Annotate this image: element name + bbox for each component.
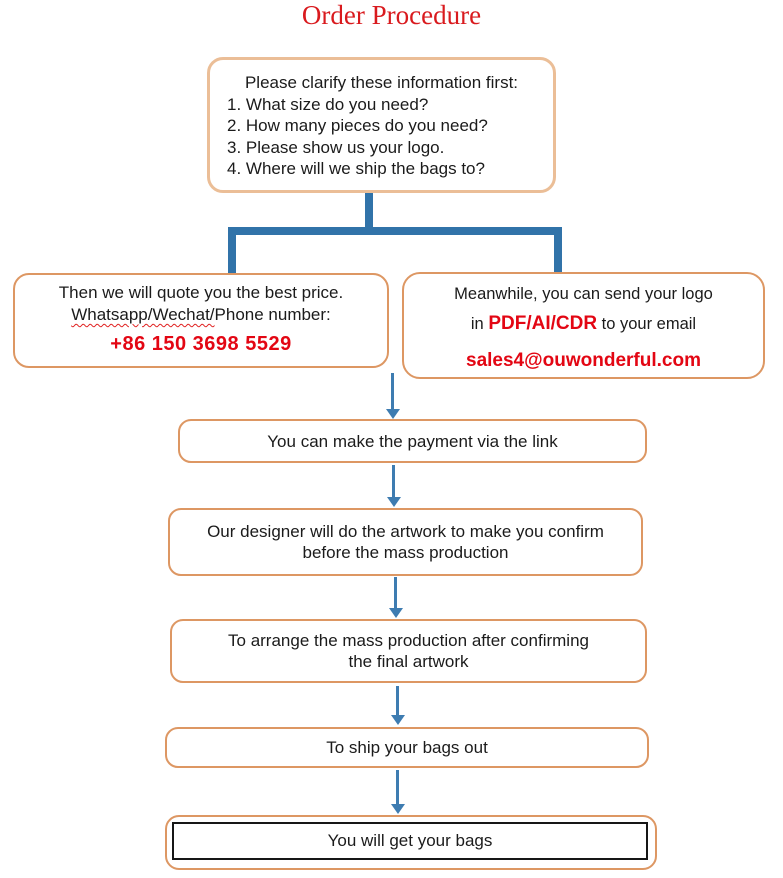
logo-line2-suffix: to your email <box>597 315 697 333</box>
flow-arrow-4 <box>396 686 399 716</box>
connector-horizontal-bar <box>228 227 562 235</box>
quote-line2: Whatsapp/Wechat/Phone number: <box>15 304 387 326</box>
connector-right-drop <box>554 233 562 273</box>
clarify-heading: Please clarify these information first: <box>244 73 519 92</box>
payment-step-label: You can make the payment via the link <box>267 431 558 451</box>
artwork-step-line2: before the mass production <box>302 543 509 562</box>
receive-step-box: You will get your bags <box>165 815 657 870</box>
flow-arrow-5 <box>396 770 399 805</box>
page-title: Order Procedure <box>301 0 482 30</box>
connector-stem <box>365 193 373 229</box>
receive-step-inner-box: You will get your bags <box>172 822 648 860</box>
quote-line2-underlined: Whatsapp/Wechat/ <box>71 305 215 324</box>
email-address: sales4@ouwonderful.com <box>466 350 701 371</box>
quote-box: Then we will quote you the best price. W… <box>13 273 389 368</box>
logo-line2: in PDF/AI/CDR to your email <box>404 313 763 335</box>
logo-box: Meanwhile, you can send your logo in PDF… <box>402 272 765 379</box>
payment-step-box: You can make the payment via the link <box>178 419 647 463</box>
flow-arrow-3 <box>394 577 397 609</box>
flow-arrow-2 <box>392 465 395 498</box>
receive-step-label: You will get your bags <box>327 831 493 850</box>
clarify-item-1: 1. What size do you need? <box>227 94 429 114</box>
artwork-step-line1: Our designer will do the artwork to make… <box>207 522 604 541</box>
flow-arrow-1 <box>391 373 394 410</box>
clarify-item-3: 3. Please show us your logo. <box>227 137 445 157</box>
clarify-item-2: 2. How many pieces do you need? <box>227 116 488 135</box>
production-step-box: To arrange the mass production after con… <box>170 619 647 683</box>
quote-line1: Then we will quote you the best price. <box>58 283 344 302</box>
artwork-step-box: Our designer will do the artwork to make… <box>168 508 643 576</box>
connector-left-drop <box>228 233 236 273</box>
logo-line1: Meanwhile, you can send your logo <box>454 285 713 303</box>
phone-number: +86 150 3698 5529 <box>110 333 292 355</box>
production-step-line1: To arrange the mass production after con… <box>228 631 589 650</box>
quote-line2-rest: Phone number: <box>214 305 331 324</box>
ship-step-label: To ship your bags out <box>326 738 488 757</box>
ship-step-box: To ship your bags out <box>165 727 649 768</box>
production-step-line2: the final artwork <box>348 652 469 671</box>
clarify-box: Please clarify these information first: … <box>207 57 556 193</box>
logo-formats: PDF/AI/CDR <box>488 313 598 334</box>
logo-line2-prefix: in <box>470 315 489 333</box>
clarify-item-4: 4. Where will we ship the bags to? <box>227 159 485 178</box>
